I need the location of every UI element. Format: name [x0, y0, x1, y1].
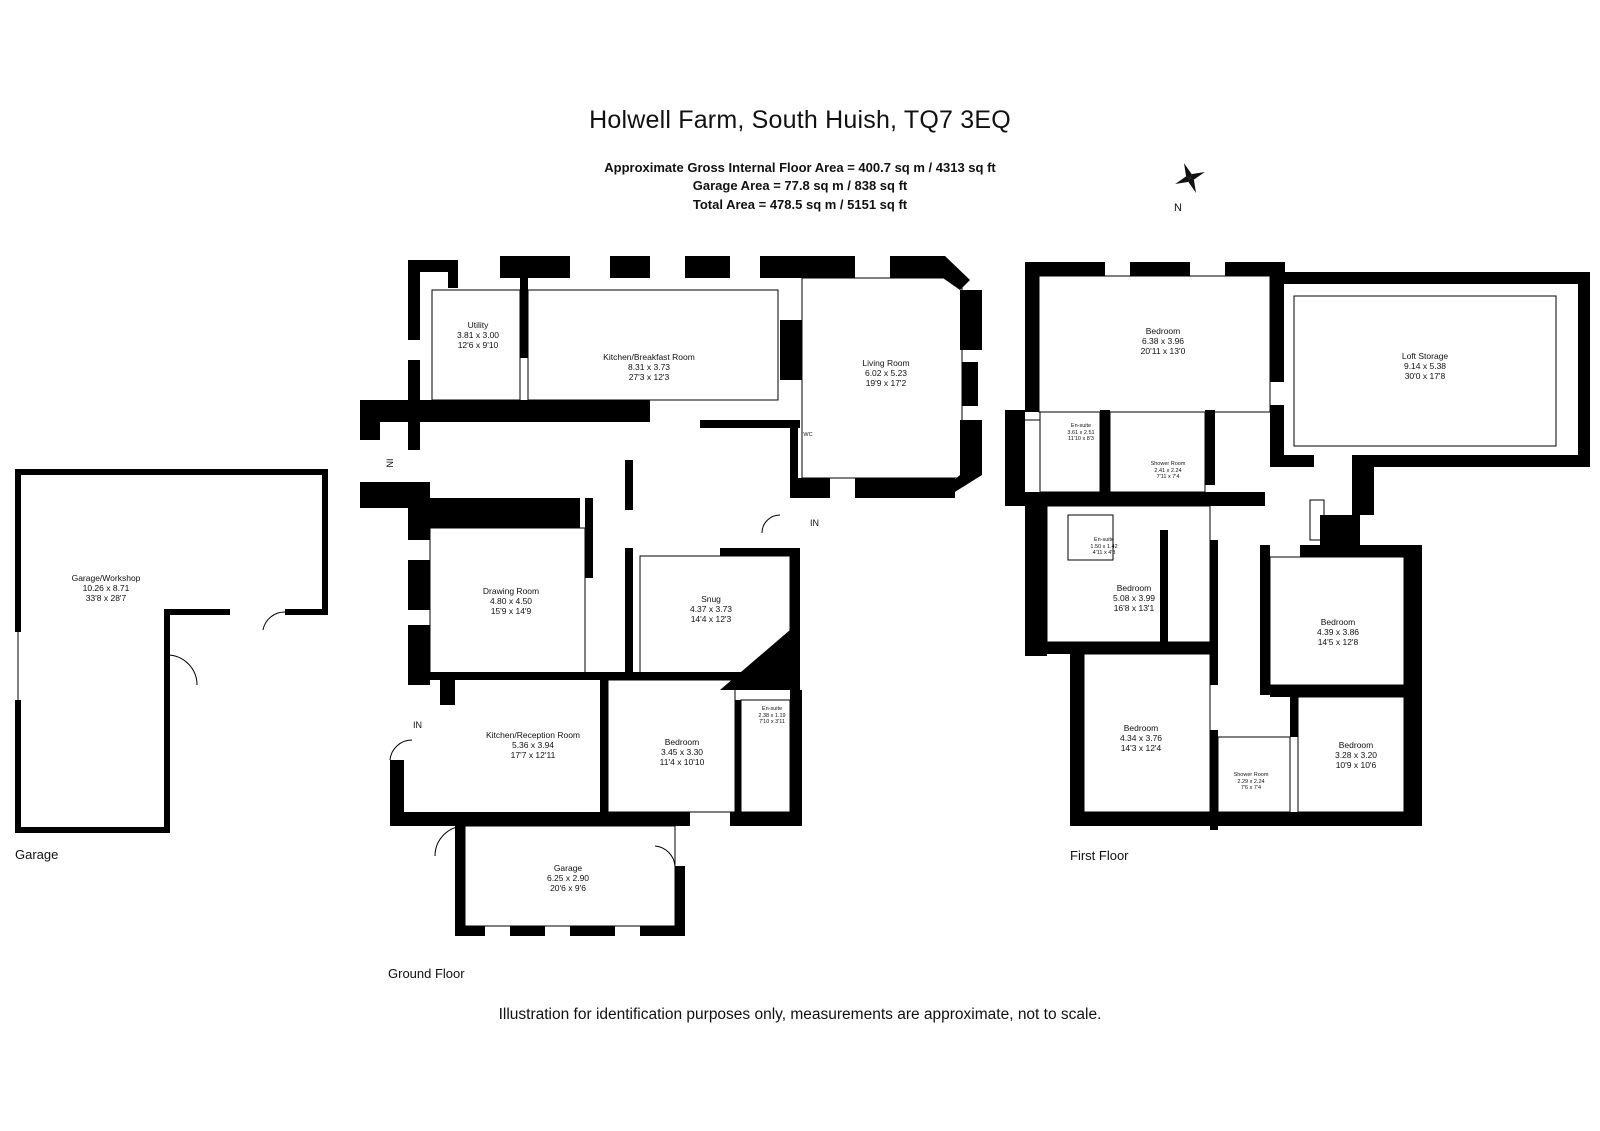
disclaimer-text: Illustration for identification purposes… [498, 1006, 1102, 1023]
gross-area-text: Approximate Gross Internal Floor Area = … [604, 160, 996, 175]
room-drawing: Drawing Room 4.80 x 4.50 15'9 x 14'9 [482, 586, 540, 616]
compass-icon [1175, 163, 1205, 193]
room-ff-bedroom-3: Bedroom 4.39 x 3.86 14'5 x 12'8 [1316, 617, 1360, 647]
room-ff-shower-1: Shower Room 2.41 x 2.24 7'11 x 7'4 [1150, 461, 1186, 480]
room-utility: Utility 3.81 x 3.00 12'6 x 9'10 [456, 320, 500, 350]
room-ff-shower-2: Shower Room 2.29 x 2.24 7'6 x 7'4 [1233, 772, 1269, 791]
room-gf-ensuite: En-suite 2.38 x 1.19 7'10 x 3'11 [758, 706, 786, 725]
room-loft-storage: Loft Storage 9.14 x 5.38 30'0 x 17'8 [1401, 351, 1449, 381]
room-ff-bedroom-1: Bedroom 6.38 x 3.96 20'11 x 13'0 [1140, 326, 1186, 356]
entry-marker-hall: IN [384, 458, 395, 468]
floor-label-garage: Garage [15, 847, 59, 862]
room-snug: Snug 4.37 x 3.73 14'4 x 12'3 [689, 594, 733, 624]
floor-label-ground: Ground Floor [388, 966, 465, 981]
room-kitchen-reception: Kitchen/Reception Room 5.36 x 3.94 17'7 … [485, 730, 581, 760]
entry-marker-snug: IN [810, 518, 819, 528]
floor-label-first: First Floor [1070, 848, 1129, 863]
first-floor-plan [1005, 262, 1590, 830]
room-gf-garage: Garage 6.25 x 2.90 20'6 x 9'6 [546, 863, 590, 893]
room-ff-bedroom-2: Bedroom 5.08 x 3.99 16'8 x 13'1 [1112, 583, 1156, 613]
garage-area-text: Garage Area = 77.8 sq m / 838 sq ft [692, 178, 908, 193]
garage-workshop-plan [15, 469, 328, 833]
room-ff-bedroom-4: Bedroom 4.34 x 3.76 14'3 x 12'4 [1119, 723, 1163, 753]
entry-marker-kitchen: IN [413, 720, 422, 730]
room-kitchen-breakfast: Kitchen/Breakfast Room 8.31 x 3.73 27'3 … [603, 352, 695, 382]
page-title: Holwell Farm, South Huish, TQ7 3EQ [589, 106, 1011, 134]
room-wc: WC [803, 432, 813, 438]
ground-floor-plan [360, 256, 982, 936]
room-garage-workshop: Garage/Workshop 10.26 x 8.71 33'8 x 28'7 [71, 573, 141, 603]
room-ff-bedroom-5: Bedroom 3.28 x 3.20 10'9 x 10'6 [1334, 740, 1378, 770]
room-ff-ensuite-1: En-suite 3.61 x 2.51 11'10 x 8'3 [1067, 423, 1095, 442]
room-ff-ensuite-2: En-suite 1.50 x 1.42 4'11 x 4'8 [1090, 537, 1118, 556]
room-living: Living Room 6.02 x 5.23 19'9 x 17'2 [862, 358, 910, 388]
total-area-text: Total Area = 478.5 sq m / 5151 sq ft [692, 197, 908, 212]
room-gf-bedroom: Bedroom 3.45 x 3.30 11'4 x 10'10 [659, 737, 705, 767]
compass-north-label: N [1174, 202, 1182, 214]
